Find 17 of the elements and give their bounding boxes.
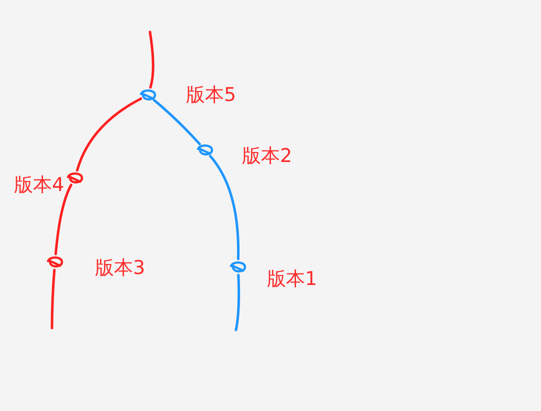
branch-line	[76, 97, 142, 172]
version-label: 版本3	[95, 257, 146, 279]
branch-line	[234, 274, 240, 332]
version-knot	[46, 255, 64, 269]
version-label: 版本4	[14, 174, 64, 196]
version-label: 版本2	[242, 145, 292, 167]
version-knot	[196, 143, 214, 157]
branch-line	[209, 154, 240, 260]
version-knot	[66, 171, 84, 185]
branch-line	[50, 268, 56, 330]
branch-line	[54, 184, 72, 256]
version-label: 版本1	[267, 268, 318, 290]
version-knot	[139, 88, 157, 102]
branch-line	[152, 98, 201, 146]
version-label: 版本5	[186, 84, 236, 106]
version-knot	[229, 260, 247, 274]
branch-line	[148, 30, 154, 89]
